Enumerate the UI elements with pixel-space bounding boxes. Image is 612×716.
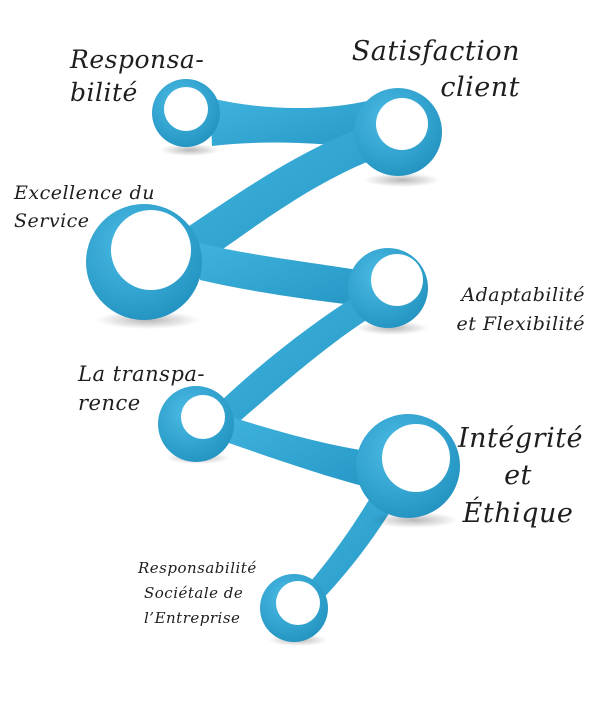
label-line: bilité bbox=[70, 77, 138, 107]
label-rse: Responsabilité Sociétale de l’Entreprise bbox=[138, 556, 257, 630]
connector-responsabilite-satisfaction bbox=[210, 98, 378, 150]
connector-transparence-integrite bbox=[222, 414, 374, 488]
node-inner-circle bbox=[181, 395, 225, 439]
connector-excellence-adaptabilite bbox=[194, 242, 362, 306]
connector-satisfaction-excellence bbox=[186, 126, 382, 262]
label-satisfaction: Satisfaction client bbox=[352, 34, 520, 107]
node-inner-circle bbox=[371, 254, 423, 306]
label-line: Intégrité bbox=[458, 423, 584, 454]
label-line: client bbox=[440, 72, 520, 104]
connector-bands bbox=[186, 98, 396, 610]
node-integrite bbox=[356, 414, 460, 528]
label-line: La transpa- bbox=[78, 362, 205, 386]
node-inner-circle bbox=[382, 424, 450, 492]
node-adaptabilite bbox=[348, 248, 428, 335]
node-inner-circle bbox=[276, 581, 320, 625]
label-line: Sociétale de bbox=[144, 583, 244, 602]
label-transparence: La transpa- rence bbox=[78, 360, 205, 419]
node-shadow bbox=[160, 144, 220, 156]
label-line: et bbox=[504, 460, 532, 492]
label-line: Adaptabilité bbox=[461, 284, 585, 306]
label-line: Satisfaction bbox=[351, 36, 520, 67]
label-line: Responsa- bbox=[70, 45, 205, 74]
label-line: Excellence du bbox=[14, 182, 155, 204]
node-shadow bbox=[364, 173, 440, 187]
label-line: Responsabilité bbox=[138, 559, 257, 577]
label-line: rence bbox=[78, 391, 141, 416]
node-responsabilite bbox=[152, 79, 220, 156]
label-excellence: Excellence du Service bbox=[14, 180, 155, 235]
connector-adaptabilite-transparence bbox=[220, 292, 376, 426]
label-responsabilite: Responsa- bilité bbox=[70, 44, 204, 109]
node-inner-circle bbox=[111, 210, 191, 290]
node-transparence bbox=[158, 386, 234, 464]
label-line: Service bbox=[14, 209, 90, 232]
node-excellence bbox=[86, 204, 202, 329]
node-rse bbox=[260, 574, 328, 646]
label-adaptabilite: Adaptabilité et Flexibilité bbox=[457, 281, 586, 338]
label-line: Éthique bbox=[462, 497, 574, 529]
label-integrite: Intégrité et Éthique bbox=[458, 420, 584, 532]
label-line: l’Entreprise bbox=[144, 608, 241, 627]
node-inner-circle bbox=[376, 98, 428, 150]
node-shadow bbox=[370, 512, 458, 528]
node-satisfaction bbox=[354, 88, 442, 187]
label-line: et Flexibilité bbox=[456, 312, 585, 335]
node-inner-circle bbox=[164, 87, 208, 131]
